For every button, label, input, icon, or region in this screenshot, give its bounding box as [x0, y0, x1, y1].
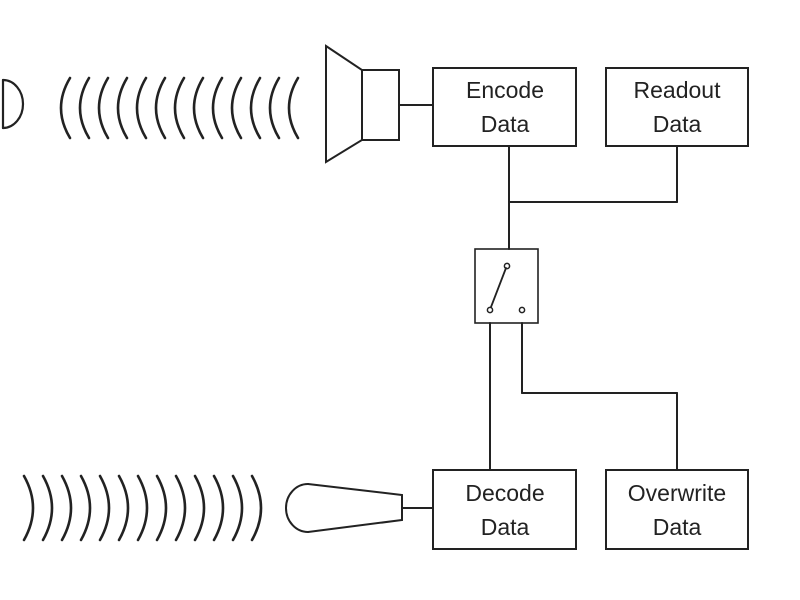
wave-arc-10	[193, 474, 206, 542]
switch-icon	[474, 248, 539, 324]
wave-arc-8	[192, 76, 205, 140]
wave-arc-10	[230, 76, 243, 140]
wave-arc-11	[249, 76, 262, 140]
wave-arc-13	[287, 76, 300, 140]
overwrite-data-box	[605, 469, 749, 550]
outgoing-sound-waves-icon	[22, 474, 263, 542]
receiver-icon	[1, 78, 25, 130]
readout-data-box	[605, 67, 749, 147]
wave-arc-2	[41, 474, 54, 542]
wave-arc-6	[154, 76, 167, 140]
wave-arc-9	[174, 474, 187, 542]
overwrite-label-line2: Data	[653, 514, 702, 540]
wave-arc-11	[212, 474, 225, 542]
encode-label-line2: Data	[481, 111, 530, 137]
readout-label-line1: Readout	[634, 77, 722, 103]
wave-arc-7	[136, 474, 149, 542]
wave-arc-6	[117, 474, 130, 542]
wave-arc-4	[79, 474, 92, 542]
wave-arc-3	[97, 76, 110, 140]
overwrite-label-line1: Overwrite	[628, 480, 726, 506]
encode-data-box	[432, 67, 577, 147]
wave-arc-5	[98, 474, 111, 542]
incoming-sound-waves-icon	[59, 76, 300, 140]
encode-label-line1: Encode	[466, 77, 544, 103]
wave-arc-7	[173, 76, 186, 140]
wave-arc-3	[60, 474, 73, 542]
decode-data-box	[432, 469, 577, 550]
microphone-icon	[285, 483, 434, 533]
speaker-icon	[325, 44, 434, 164]
wave-arc-8	[155, 474, 168, 542]
wave-arc-12	[231, 474, 244, 542]
wave-arc-5	[135, 76, 148, 140]
connector-lines	[489, 145, 678, 471]
decode-label-line1: Decode	[465, 480, 544, 506]
readout-label-line2: Data	[653, 111, 702, 137]
wave-arc-2	[78, 76, 91, 140]
wave-arc-1	[22, 474, 35, 542]
wave-arc-4	[116, 76, 129, 140]
wave-arc-1	[59, 76, 72, 140]
decode-label-line2: Data	[481, 514, 530, 540]
wave-arc-12	[268, 76, 281, 140]
wave-arc-13	[250, 474, 263, 542]
wave-arc-9	[211, 76, 224, 140]
